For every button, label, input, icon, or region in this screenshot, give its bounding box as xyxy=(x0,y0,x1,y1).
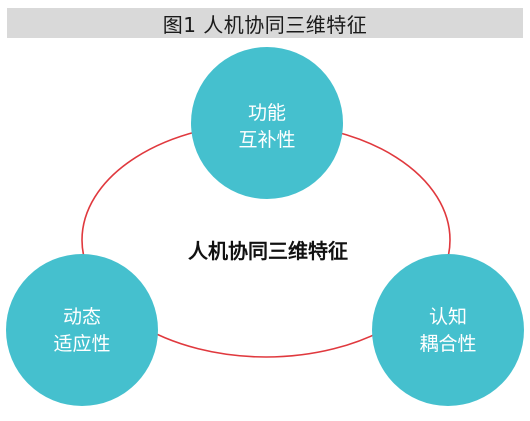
node-top-label-line2: 互补性 xyxy=(238,129,295,151)
figure-title-bar: 图1 人机协同三维特征 xyxy=(7,8,523,38)
node-right-label-line1: 认知 xyxy=(429,306,467,328)
node-right: 认知 耦合性 xyxy=(372,254,524,406)
node-left-label-line2: 适应性 xyxy=(53,333,110,355)
node-top-circle xyxy=(191,47,343,199)
figure-title: 图1 人机协同三维特征 xyxy=(162,12,368,37)
center-label: 人机协同三维特征 xyxy=(188,239,348,263)
node-top-label-line1: 功能 xyxy=(248,102,286,124)
node-top: 功能 互补性 xyxy=(191,47,343,199)
node-right-label-line2: 耦合性 xyxy=(419,333,476,355)
node-left-label-line1: 动态 xyxy=(63,306,101,328)
node-left-circle xyxy=(6,254,158,406)
node-right-circle xyxy=(372,254,524,406)
node-left: 动态 适应性 xyxy=(6,254,158,406)
